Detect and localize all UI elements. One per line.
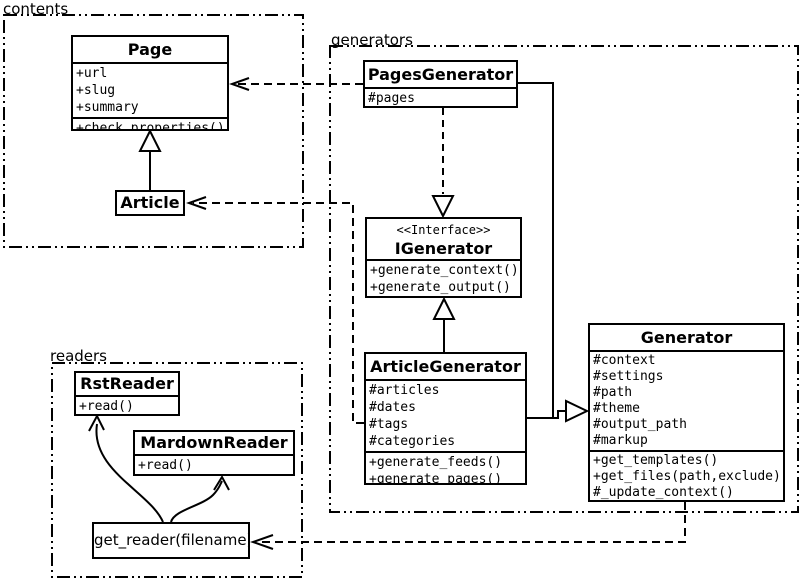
class-mardownreader: MardownReader +read() <box>133 430 295 476</box>
attribute: #theme <box>593 401 640 416</box>
class-igenerator-stereotype: <<Interface>> <box>396 223 491 237</box>
hollow-triangle-icon <box>565 399 590 423</box>
attribute: #pages <box>368 91 415 106</box>
generalization-articlegenerator-to-igenerator <box>432 296 456 352</box>
method: +check_properties() <box>76 121 225 131</box>
method: #_update_context() <box>593 485 734 500</box>
method: +get_files(path,exclude) <box>593 469 781 484</box>
package-readers-frame <box>51 362 303 578</box>
arrow-getreader-to-rstreader <box>88 413 164 523</box>
attribute: #articles <box>369 383 440 398</box>
attribute: #settings <box>593 369 664 384</box>
method: +generate_output() <box>370 280 511 295</box>
open-arrow-icon <box>213 474 230 491</box>
attribute: #output_path <box>593 417 687 432</box>
package-label-generators: generators <box>331 31 413 49</box>
class-igenerator: <<Interface>> IGenerator +generate_conte… <box>365 217 522 298</box>
method: +generate_feeds() <box>369 455 503 470</box>
method: +read() <box>79 399 134 414</box>
class-page: Page +url +slug +summary +check_properti… <box>71 35 229 131</box>
class-page-name: Page <box>127 40 173 59</box>
open-arrow-icon <box>228 77 250 91</box>
class-articlegenerator-methods: +generate_feeds() +generate_pages() <box>366 451 525 485</box>
class-generator-methods: +get_templates() +get_files(path,exclude… <box>590 450 783 500</box>
attribute: #path <box>593 385 633 400</box>
package-generators-frame <box>329 45 799 513</box>
attribute: +slug <box>76 83 116 98</box>
class-igenerator-methods: +generate_context() +generate_output() <box>367 259 520 296</box>
dependency-articlegenerator-to-article <box>185 196 364 424</box>
hollow-triangle-icon <box>431 195 455 219</box>
hollow-triangle-icon <box>432 296 456 320</box>
method: +get_templates() <box>593 453 719 468</box>
class-generator-attributes: #context #settings #path #theme #output_… <box>590 350 783 450</box>
class-rstreader: RstReader +read() <box>74 371 180 416</box>
function-get-reader: get_reader(filename) <box>92 522 250 559</box>
class-mardownreader-methods: +read() <box>135 454 293 474</box>
method: +generate_pages() <box>369 472 503 485</box>
package-label-contents: contents <box>3 0 69 18</box>
class-articlegenerator: ArticleGenerator #articles #dates #tags … <box>364 352 527 485</box>
class-page-attributes: +url +slug +summary <box>73 62 227 117</box>
class-page-methods: +check_properties() <box>73 117 227 131</box>
class-mardownreader-name: MardownReader <box>140 433 288 452</box>
method: +read() <box>138 458 193 473</box>
class-article-name: Article <box>120 193 180 212</box>
open-arrow-icon <box>249 534 274 550</box>
function-get-reader-label: get_reader(filename) <box>94 531 250 549</box>
dependency-pagesgenerator-to-page <box>228 77 363 91</box>
package-contents-frame <box>3 14 304 248</box>
realization-pagesgenerator-to-igenerator <box>431 108 455 219</box>
class-articlegenerator-name: ArticleGenerator <box>370 357 521 376</box>
arrow-getreader-to-mardownreader <box>170 474 230 523</box>
attribute: #markup <box>593 433 648 448</box>
class-pagesgenerator: PagesGenerator #pages <box>363 60 518 108</box>
dependency-generator-to-getreader <box>249 502 686 550</box>
open-arrow-icon <box>88 413 105 432</box>
hollow-triangle-icon <box>138 128 162 152</box>
class-article: Article <box>115 190 185 216</box>
attribute: #tags <box>369 417 409 432</box>
generalization-article-to-page <box>138 128 162 190</box>
class-articlegenerator-attributes: #articles #dates #tags #categories <box>366 379 525 451</box>
attribute: #dates <box>369 400 416 415</box>
attribute: #context <box>593 353 656 368</box>
class-rstreader-name: RstReader <box>80 374 174 393</box>
generalization-articlegenerator-to-generator <box>527 399 590 423</box>
class-pagesgenerator-attributes: #pages <box>365 87 516 106</box>
attribute: +url <box>76 66 108 81</box>
open-arrow-icon <box>185 196 207 210</box>
package-label-readers: readers <box>50 347 107 365</box>
class-generator-name: Generator <box>640 328 733 347</box>
class-pagesgenerator-name: PagesGenerator <box>367 65 514 84</box>
generalization-pagesgenerator-to-generator <box>518 82 554 418</box>
attribute: #categories <box>369 434 456 449</box>
class-rstreader-methods: +read() <box>76 395 178 414</box>
method: +generate_context() <box>370 263 519 278</box>
attribute: +summary <box>76 100 139 115</box>
class-generator: Generator #context #settings #path #them… <box>588 323 785 502</box>
class-igenerator-name: IGenerator <box>394 239 493 258</box>
